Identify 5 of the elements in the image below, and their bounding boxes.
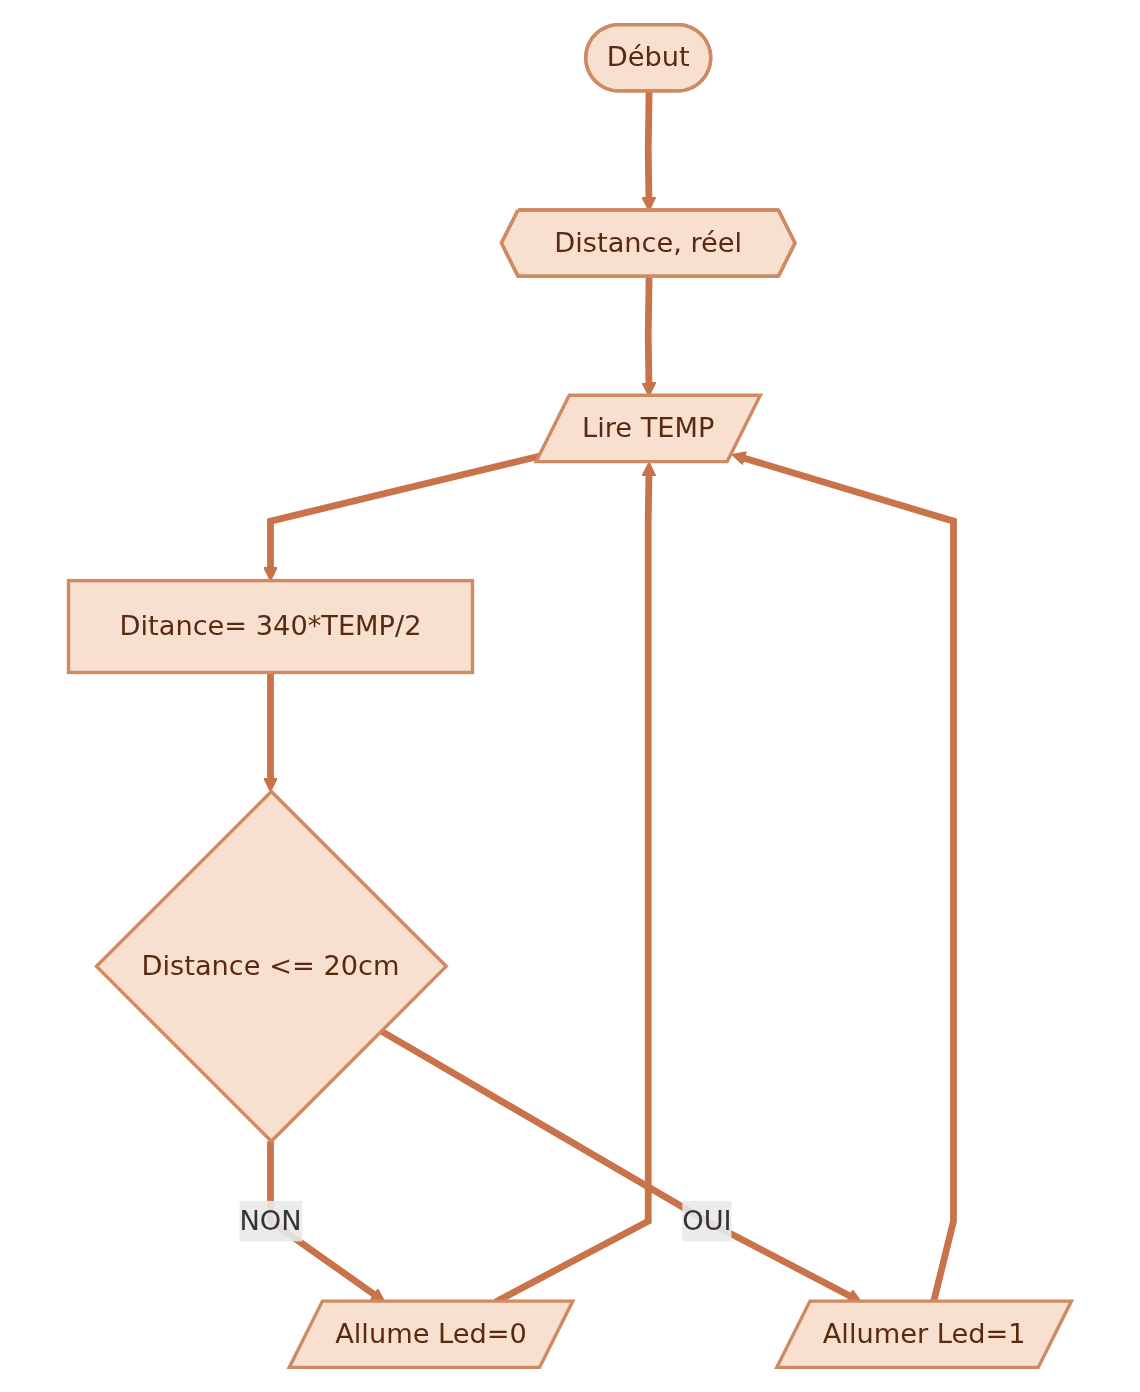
node-box: Ditance= 340*TEMP/2: [66, 578, 475, 675]
edge-label: NON: [239, 1204, 302, 1237]
node-diamond: Distance <= 20cm: [94, 789, 449, 1144]
arrow: [263, 672, 278, 793]
edge-label: OUI: [682, 1204, 732, 1237]
